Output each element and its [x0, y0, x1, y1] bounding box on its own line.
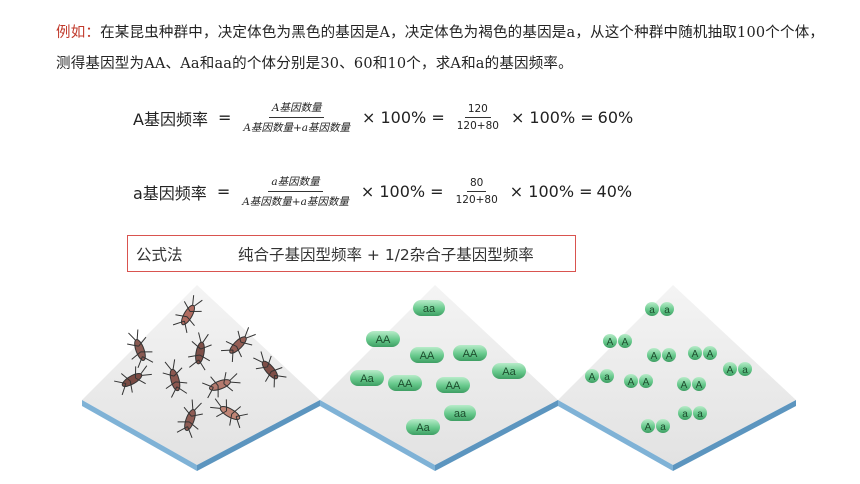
- svg-text:A: A: [666, 351, 673, 362]
- svg-text:a: a: [682, 409, 688, 420]
- eq-A-times-1: × 100% =: [362, 108, 445, 127]
- example-lead: 例如：: [56, 25, 101, 41]
- svg-text:Aa: Aa: [416, 422, 430, 434]
- allele-panel: aa AA AA AA Aa Aa AA AA Aa aa Aa: [80, 275, 796, 471]
- svg-text:a: a: [697, 409, 703, 420]
- eq-A-fraction-symbolic: A基因数量 A基因数量+a基因数量: [240, 100, 353, 135]
- eq-A-denominator: A基因数量+a基因数量: [243, 122, 350, 134]
- svg-text:Aa: Aa: [360, 373, 374, 385]
- capsule-AA-2: AA: [410, 347, 444, 363]
- eq-a-denominator: A基因数量+a基因数量: [242, 196, 349, 208]
- svg-text:AA: AA: [446, 380, 461, 392]
- svg-text:A: A: [651, 351, 658, 362]
- insect-population-panel: [82, 285, 320, 471]
- svg-text:A: A: [643, 377, 650, 388]
- eq-a-fraction-values: 80 120+80: [453, 177, 501, 206]
- eq-A-numerator: A基因数量: [268, 100, 325, 118]
- eq-A-result: 60%: [597, 108, 634, 127]
- capsule-AA-5: AA: [436, 377, 470, 393]
- eq-a-lhs: a基因频率: [133, 183, 207, 203]
- svg-text:AA: AA: [420, 350, 435, 362]
- formula-label: 公式法: [136, 245, 183, 264]
- formula-text: 纯合子基因型频率 + 1/2杂合子基因型频率: [238, 245, 534, 264]
- eq-A-value-numerator: 120: [464, 103, 491, 118]
- eq-A-lhs: A基因频率: [133, 109, 208, 129]
- insect-group: [114, 295, 287, 438]
- capsule-AA-1: AA: [366, 331, 400, 347]
- svg-text:a: a: [649, 305, 655, 316]
- capsule-Aa-2: Aa: [492, 363, 526, 379]
- svg-text:A: A: [727, 365, 734, 376]
- svg-text:AA: AA: [398, 378, 413, 390]
- genotype-panel: aa AA AA AA Aa AA AA Aa aa Aa: [320, 285, 558, 471]
- svg-text:A: A: [696, 380, 703, 391]
- svg-text:A: A: [681, 380, 688, 391]
- capsule-AA-4: AA: [388, 375, 422, 391]
- svg-text:A: A: [645, 422, 652, 433]
- formula-method-box: 公式法 纯合子基因型频率 + 1/2杂合子基因型频率: [127, 235, 576, 272]
- svg-text:A: A: [707, 349, 714, 360]
- equation-a-frequency: a基因频率 = a基因数量 A基因数量+a基因数量 × 100% = 80 12…: [133, 174, 632, 209]
- svg-text:A: A: [589, 372, 596, 383]
- svg-text:AA: AA: [463, 348, 478, 360]
- svg-text:a: a: [664, 305, 670, 316]
- eq-a-value-denominator: 120+80: [455, 194, 498, 206]
- eq-a-equals: =: [216, 182, 231, 201]
- eq-a-fraction-symbolic: a基因数量 A基因数量+a基因数量: [239, 174, 352, 209]
- eq-a-times-1: × 100% =: [360, 182, 444, 201]
- svg-text:aa: aa: [454, 408, 467, 420]
- svg-text:AA: AA: [376, 334, 391, 346]
- eq-A-equals: =: [217, 108, 232, 127]
- svg-text:a: a: [742, 365, 748, 376]
- problem-text: 在某昆虫种群中，决定体色为黑色的基因是A，决定体色为褐色的基因是a，从这个种群中…: [56, 25, 825, 72]
- problem-statement: 例如：在某昆虫种群中，决定体色为黑色的基因是A，决定体色为褐色的基因是a，从这个…: [56, 18, 836, 80]
- eq-a-result: 40%: [596, 182, 633, 201]
- allele-pair-Aa-5: Aa: [80, 275, 84, 278]
- svg-text:aa: aa: [423, 303, 436, 315]
- capsule-AA-3: AA: [453, 345, 487, 361]
- eq-A-times-2: × 100% =: [510, 108, 594, 127]
- svg-text:a: a: [660, 422, 666, 433]
- eq-a-numerator: a基因数量: [268, 174, 323, 192]
- capsule-Aa-1: Aa: [350, 370, 384, 386]
- svg-text:A: A: [622, 337, 629, 348]
- capsule-Aa-3: Aa: [406, 419, 440, 435]
- capsule-aa-2: aa: [444, 405, 476, 421]
- svg-text:A: A: [628, 377, 635, 388]
- eq-a-value-numerator: 80: [467, 177, 487, 192]
- svg-text:Aa: Aa: [502, 366, 516, 378]
- equation-A-frequency: A基因频率 = A基因数量 A基因数量+a基因数量 × 100% = 120 1…: [133, 100, 633, 135]
- eq-A-value-denominator: 120+80: [456, 120, 499, 132]
- eq-a-times-2: × 100% =: [509, 182, 593, 201]
- eq-A-fraction-values: 120 120+80: [454, 103, 502, 132]
- svg-text:a: a: [604, 372, 610, 383]
- svg-text:A: A: [692, 349, 699, 360]
- capsule-aa-1: aa: [413, 300, 445, 316]
- svg-text:A: A: [607, 337, 614, 348]
